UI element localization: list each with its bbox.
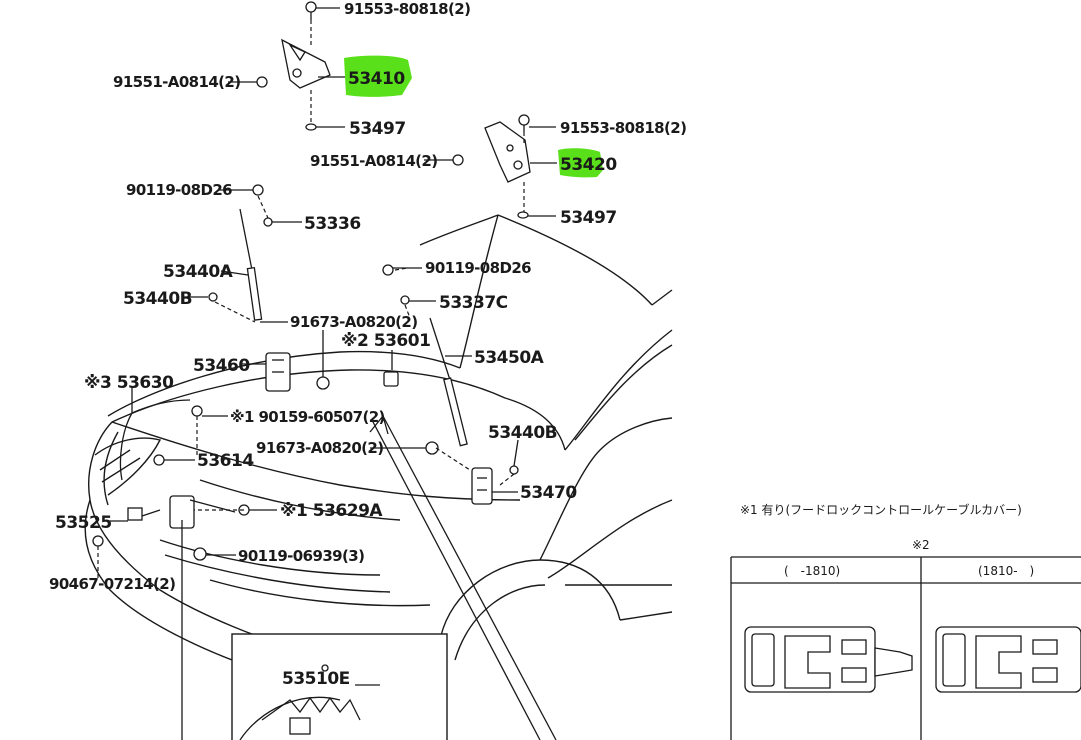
label-91551-A0814-top: 91551-A0814(2)	[113, 73, 241, 91]
bolts	[92, 1, 530, 561]
dashed-assembly-lines	[97, 20, 525, 580]
table-col2-header: (1810- )	[978, 564, 1034, 578]
hinge-53420	[484, 121, 531, 183]
label-91551-A0814-right: 91551-A0814(2)	[310, 152, 438, 170]
label-53497-right: 53497	[560, 208, 617, 228]
hinge-53470	[471, 467, 493, 505]
note-2-marker: ※2	[912, 538, 930, 552]
bracket-53601	[383, 371, 399, 387]
label-53510E: 53510E	[282, 669, 350, 689]
label-90119-08D26-mid: 90119-08D26	[425, 259, 531, 277]
hood-support-strut-left	[239, 208, 263, 321]
hinge-53460	[265, 352, 291, 392]
hinge-53410	[281, 38, 331, 89]
detail-box-53510E	[231, 633, 448, 740]
label-53525: 53525	[55, 513, 112, 533]
label-53470: 53470	[520, 483, 577, 503]
label-53614: 53614	[197, 451, 254, 471]
label-53601: ※2 53601	[341, 331, 430, 351]
label-90467-07214: 90467-07214(2)	[49, 575, 175, 593]
label-91673-A0820-mid: 91673-A0820(2)	[256, 439, 384, 457]
label-53410: 53410	[348, 69, 405, 89]
label-53440B-left: 53440B	[123, 289, 192, 309]
label-53336: 53336	[304, 214, 361, 234]
label-91553-80818-right: 91553-80818(2)	[560, 119, 686, 137]
highlight-53420	[558, 148, 603, 178]
leader-lines	[104, 7, 557, 740]
variant-table	[730, 556, 1081, 740]
label-90159-60507: ※1 90159-60507(2)	[230, 408, 385, 426]
note-1-cable-cover: ※1 有り(フードロックコントロールケーブルカバー)	[740, 502, 1022, 517]
callout-labels: 91553-80818(2) 91551-A0814(2) 53410 5349…	[49, 0, 687, 689]
label-90119-08D26-left: 90119-08D26	[126, 181, 232, 199]
label-53629A: ※1 53629A	[280, 501, 383, 521]
cable-53630	[119, 399, 191, 481]
cable-cover-late-drawing	[935, 626, 1081, 693]
cable-cover-early-drawing	[744, 626, 913, 693]
label-90119-06939: 90119-06939(3)	[238, 547, 364, 565]
label-53497-top: 53497	[349, 119, 406, 139]
label-53440B-right: 53440B	[488, 423, 557, 443]
highlight-53410	[344, 55, 412, 97]
label-53440A: 53440A	[163, 262, 234, 282]
table-col1-header: ( -1810)	[784, 564, 840, 578]
label-53630: ※3 53630	[84, 373, 174, 393]
label-91553-80818-top: 91553-80818(2)	[344, 0, 470, 18]
label-53337C: 53337C	[439, 293, 508, 313]
label-91673-A0820-top: 91673-A0820(2)	[290, 313, 418, 331]
label-53450A: 53450A	[474, 348, 545, 368]
hood-support-strut-right	[429, 317, 468, 447]
label-53460: 53460	[193, 356, 250, 376]
label-53420: 53420	[560, 155, 617, 175]
